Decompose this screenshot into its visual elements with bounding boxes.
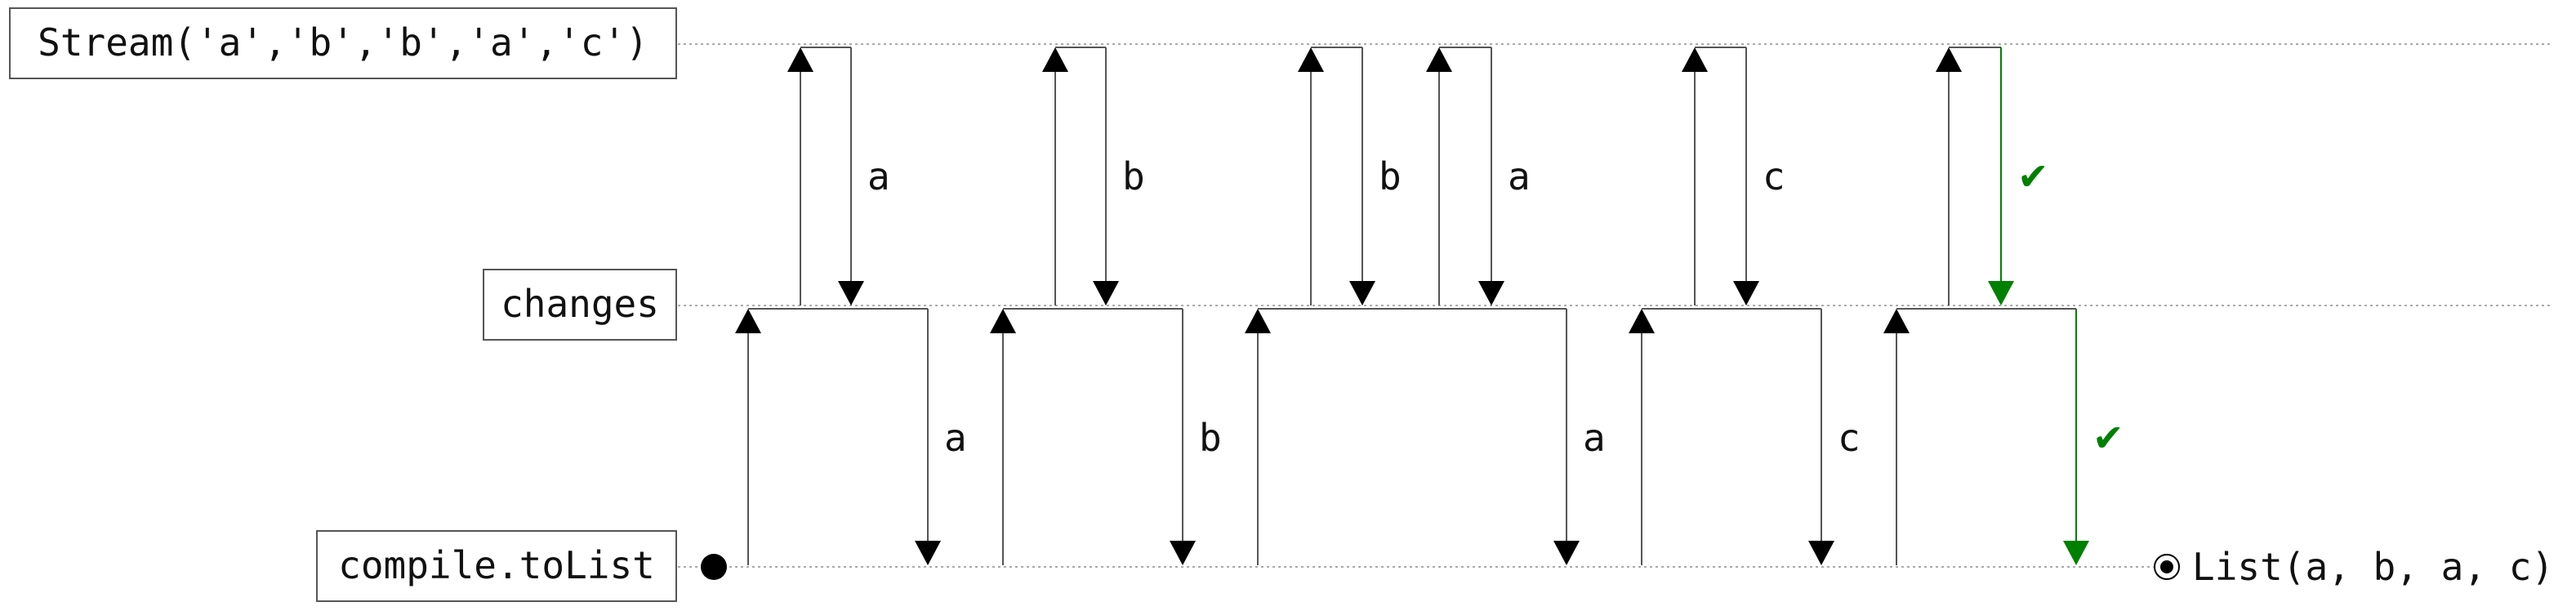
pull-request-arrowhead [1936, 47, 1962, 72]
downstream-emit: a [735, 308, 967, 565]
emit-value-arrowhead [1170, 541, 1196, 565]
upstream-pull: ✔ [1936, 47, 2049, 306]
emit-request-arrowhead [1629, 309, 1655, 333]
downstream-emit: b [990, 308, 1222, 565]
pull-response-arrowhead [1733, 281, 1759, 306]
result-value: List(a, b, a, c) [2192, 545, 2554, 589]
emit-request-arrowhead [990, 309, 1016, 333]
upstream-pull: a [787, 47, 890, 306]
pull-request-arrowhead [1298, 47, 1324, 72]
downstream-emits: a b a c ✔ [735, 308, 2124, 565]
pull-request-arrowhead [1682, 47, 1708, 72]
emit-value-arrowhead [1553, 541, 1580, 565]
pull-response-arrowhead [838, 281, 864, 306]
downstream-emit: ✔ [1883, 308, 2124, 565]
upstream-pull: c [1682, 47, 1785, 306]
emit-request-arrowhead [1883, 309, 1910, 333]
pull-request-arrowhead [1426, 47, 1452, 72]
pull-value-label: c [1763, 154, 1785, 198]
bullseye-icon [2154, 554, 2180, 580]
pull-value-label: b [1379, 154, 1402, 198]
emit-value-arrowhead [2063, 541, 2089, 565]
pull-response-arrowhead [1988, 281, 2014, 306]
filled-circle-icon [701, 554, 727, 580]
check-mark-icon: ✔ [2017, 154, 2049, 198]
sink-box [316, 530, 677, 602]
emit-value-label: b [1199, 416, 1222, 460]
emit-value-label: a [1583, 416, 1606, 460]
pull-request-arrowhead [787, 47, 813, 72]
emit-request-arrowhead [1245, 309, 1271, 333]
emit-value-label: a [944, 416, 967, 460]
pull-request-arrowhead [1042, 47, 1068, 72]
downstream-emit: a [1245, 308, 1606, 565]
check-mark-icon: ✔ [2092, 416, 2124, 460]
pull-response-arrowhead [1093, 281, 1119, 306]
changes-box [483, 269, 677, 341]
emit-value-arrowhead [1808, 541, 1834, 565]
upstream-pull: b [1298, 47, 1402, 306]
upstream-pull: a [1426, 47, 1531, 306]
emit-value-label: c [1838, 416, 1861, 460]
source-label: Stream('a','b','b','a','c') [38, 20, 648, 65]
downstream-emit: c [1629, 308, 1861, 565]
emit-value-arrowhead [915, 541, 941, 565]
upstream-pulls: a b b a c ✔ [787, 47, 2049, 306]
pull-response-arrowhead [1349, 281, 1375, 306]
pull-value-label: a [867, 154, 890, 198]
upstream-pull: b [1042, 47, 1145, 306]
emit-request-arrowhead [735, 309, 761, 333]
pull-value-label: b [1122, 154, 1145, 198]
pull-response-arrowhead [1478, 281, 1504, 306]
source-box [9, 7, 677, 79]
sink-label: compile.toList [338, 543, 655, 587]
pull-value-label: a [1508, 154, 1531, 198]
changes-label: changes [501, 282, 659, 326]
